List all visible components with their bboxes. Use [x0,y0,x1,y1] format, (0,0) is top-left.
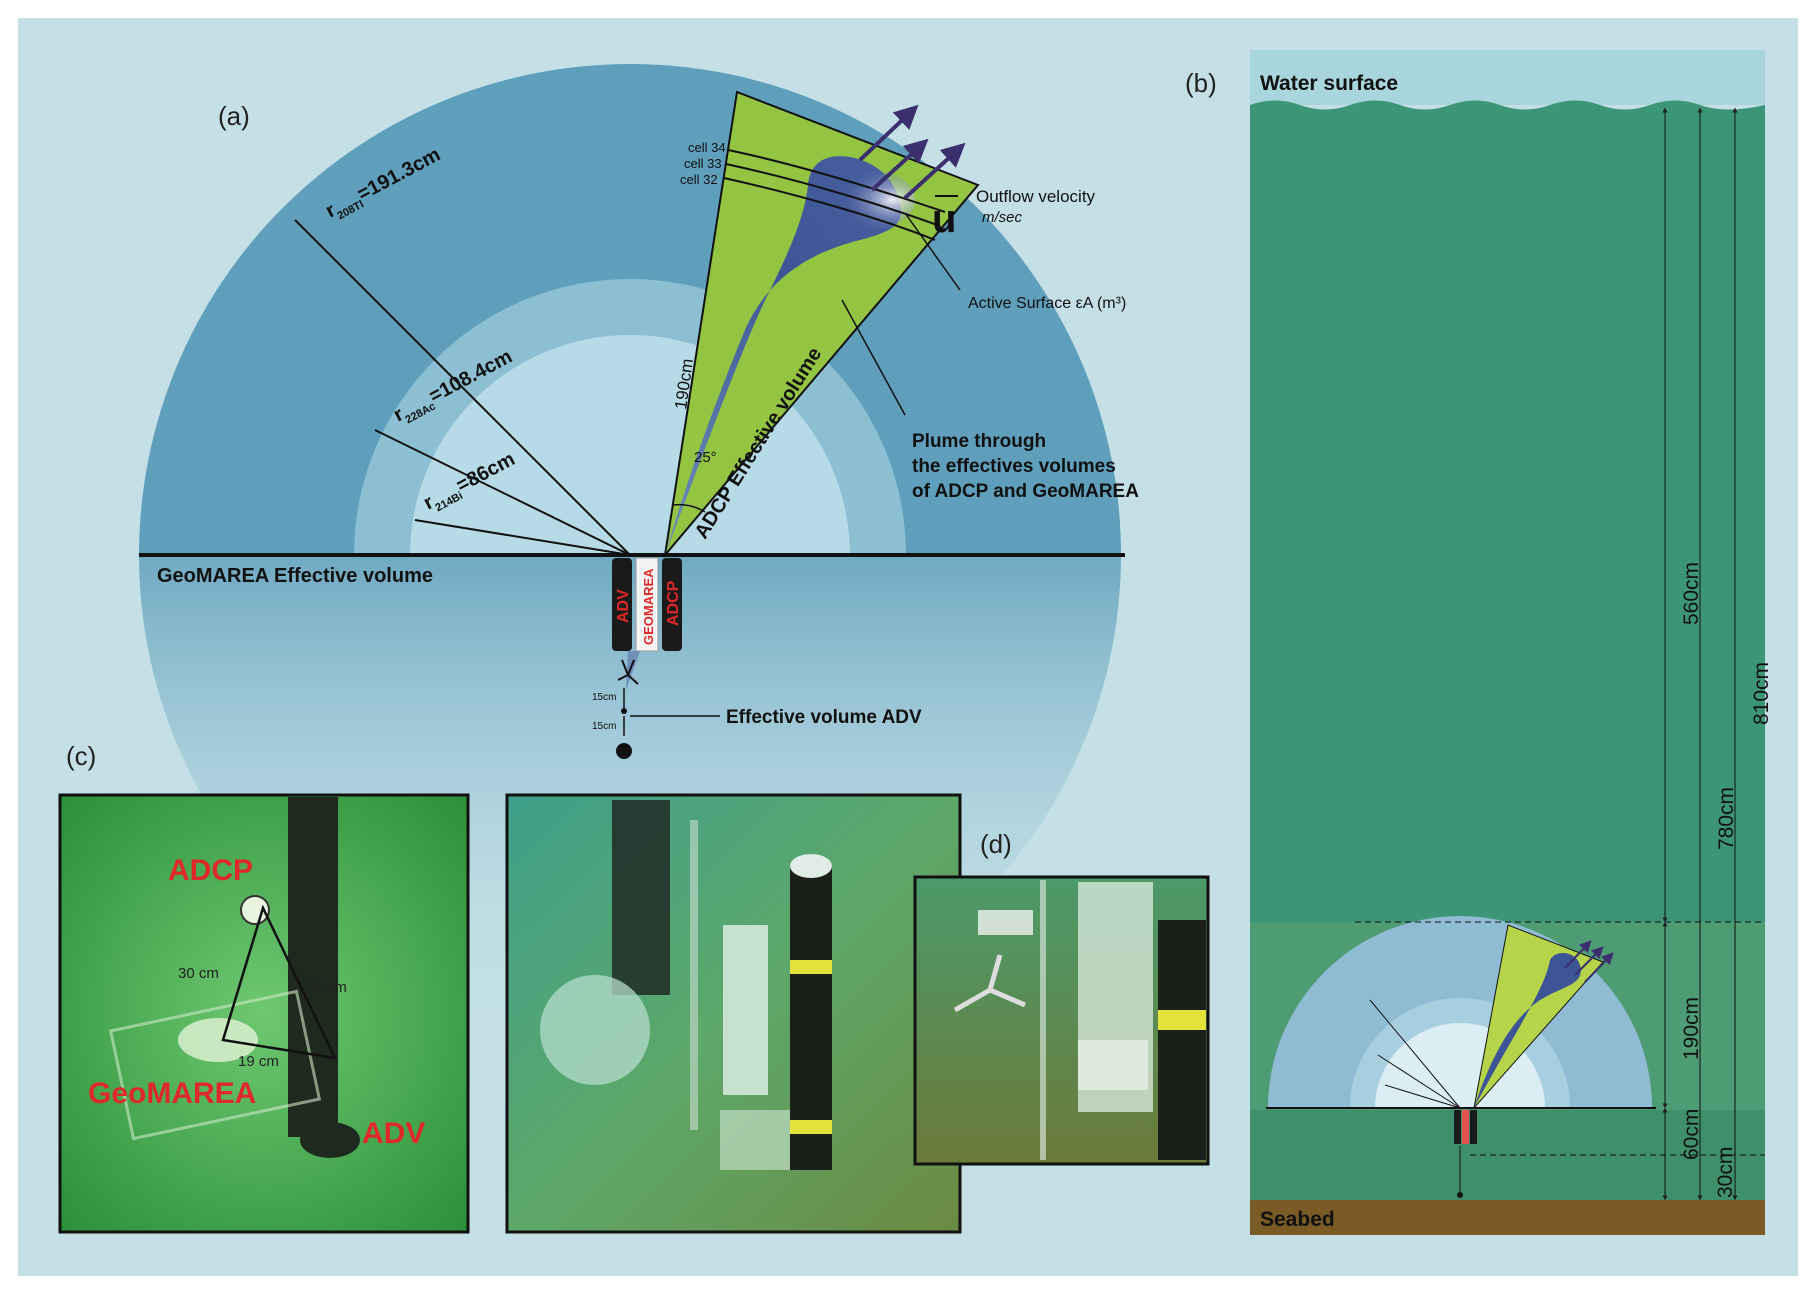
mini-adv-end [1457,1192,1463,1198]
photo1-label-geomarea: GeoMAREA [88,1077,256,1110]
plume-pointer [841,299,906,416]
water-surface-label: Water surface [1260,72,1398,95]
mini-geomarea [1462,1110,1469,1144]
cell-label-33: cell 33 [684,156,722,171]
cell-label-34: cell 34 [688,140,726,155]
cell-label-32: cell 32 [680,172,718,187]
air-band [1250,50,1765,105]
mini-radius-line-1 [1369,999,1461,1109]
adcp-instrument [662,558,682,651]
mini-adcp [1470,1110,1477,1144]
adv-instrument-label: ADV [615,589,632,623]
radius-line-228ac [374,429,631,556]
active-surface-label: Active Surface εA (m³) [968,295,1126,312]
photo2-yellow-band-1 [790,960,832,974]
radius-line-208tl [294,219,631,556]
adv-instrument [612,558,632,651]
photo1-adv-base [300,1122,360,1158]
photo-instrument-layout [58,793,470,1234]
triangle-side-35: 35 cm [306,979,347,996]
velocity-arrow-2 [870,138,929,192]
photo3-frame-post [1040,880,1046,1160]
photo3-base [1078,1040,1148,1090]
seabed-label: Seabed [1260,1208,1335,1231]
dim-label-560: 560cm [1680,562,1703,625]
mini-radius-line-2 [1377,1054,1461,1109]
mini-plume [1474,953,1581,1108]
mini-arrow-1 [1564,940,1592,969]
outflow-velocity-label: Outflow velocity [976,187,1096,206]
dim-label-190: 190cm [1680,997,1703,1060]
photo2-diver-shape [540,975,650,1085]
adv-gap-label-1: 15cm [592,692,616,703]
seabed-layer [1250,1200,1765,1235]
triangle-layout [221,904,338,1060]
near-bed-zone [1250,1110,1765,1200]
geomarea-effective-volume-label: GeoMAREA Effective volume [157,565,433,587]
active-surface-pointer [904,212,961,291]
mini-arrow-2 [1574,946,1604,976]
velocity-arrow-1 [858,104,919,162]
panel-c: (c) 30 cm 35 cm 19 cm ADCP GeoMAREA ADV … [58,741,1210,1234]
dim-label-60: 60cm [1680,1109,1703,1160]
photo2-mast [612,800,670,995]
cell-line-32 [723,177,936,241]
photo1-label-adcp: ADCP [168,854,253,887]
photo1-label-adv: ADV [362,1117,425,1150]
velocity-arrow-3 [903,142,966,200]
adv-effective-volume-label: Effective volume ADV [726,707,922,728]
beam-angle-arc [672,503,706,513]
beam-angle-label: 25° [694,449,717,466]
plume-label-line-2: the effectives volumes [912,456,1116,477]
adv-end-point [616,743,632,759]
photo1-adcp-head [240,895,270,925]
photo1-geomarea-disk [178,1018,258,1062]
outflow-velocity-unit: m/sec [982,209,1023,226]
mini-radius-line-3 [1384,1084,1461,1109]
photo2-white-cylinder [723,925,768,1095]
photo3-adv-body [978,910,1033,935]
dim-label-780: 780cm [1715,787,1738,850]
dim-label-30: 30cm [1714,1147,1737,1198]
water-column [1250,100,1765,922]
cell-line-34 [727,149,946,213]
photo1-frame [108,989,322,1141]
radius-line-214bi [414,519,631,556]
plume-label-line-3: of ADCP and GeoMAREA [912,481,1139,502]
triangle-side-30: 30 cm [178,965,219,982]
mini-adv [1454,1110,1461,1144]
panel-d-label: (d) [980,829,1012,859]
photo3-yellow-band [1158,1010,1206,1030]
panel-b-label: (b) [1185,68,1217,98]
photo3-adv-probe [953,954,1026,1013]
photo2-adcp-body [790,865,832,1170]
dim-label-810: 810cm [1750,662,1773,725]
geomarea-instrument [635,557,659,652]
geomarea-instrument-label: GEOMAREA [641,568,656,645]
photo1-mast [288,797,338,1137]
adv-gap-label-2: 15cm [592,721,616,732]
plume-head-glow [825,170,915,230]
panel-b: (b) Water surface Seabed [1185,50,1773,1235]
photo2-yellow-band-2 [790,1120,832,1134]
plume-label-line-1: Plume through [912,431,1046,452]
adv-sample-point [621,708,627,714]
photo3-adcp-tube [1158,920,1206,1160]
triangle-side-19: 19 cm [238,1053,279,1070]
mini-arrow-3 [1584,952,1614,983]
photo2-frame-post [690,820,698,1130]
adv-probe-head [617,659,639,685]
panel-c-label: (c) [66,741,96,771]
cell-line-33 [725,163,941,227]
velocity-symbol: u [932,197,956,241]
photo2-base [720,1110,790,1170]
photo2-adcp-head [790,854,832,878]
adcp-instrument-label: ADCP [665,580,682,626]
adv-probe-stem [626,651,640,690]
panel-a-label: (a) [218,101,250,131]
